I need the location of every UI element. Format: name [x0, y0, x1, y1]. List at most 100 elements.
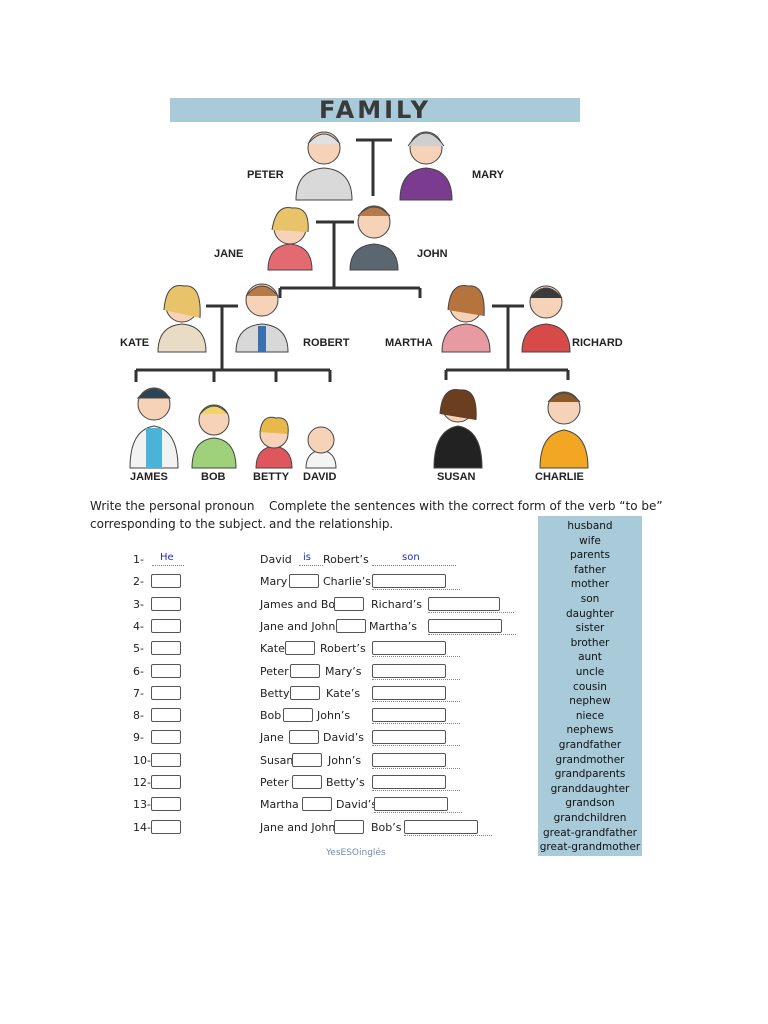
relation-input[interactable]: [404, 819, 478, 834]
peter-figure: [295, 131, 353, 201]
bob-figure: [191, 404, 237, 469]
instruction-right: Complete the sentences with the correct …: [269, 499, 663, 531]
relation-input[interactable]: [372, 641, 446, 656]
relation-input[interactable]: [428, 596, 500, 611]
robert-figure: [235, 283, 289, 353]
exercise-number: 9-: [133, 731, 144, 745]
betty-figure: [255, 416, 293, 469]
name-jane: JANE: [214, 248, 244, 260]
pronoun-input[interactable]: [151, 663, 181, 678]
verb-input[interactable]: [336, 618, 366, 633]
john-figure: [349, 205, 399, 271]
word-bank-item: grandparents: [554, 768, 626, 781]
word-bank-item: grandson: [565, 797, 615, 810]
pronoun-input[interactable]: [151, 685, 181, 700]
relation-input[interactable]: [372, 574, 446, 589]
relation-input[interactable]: [372, 685, 446, 700]
exercise-number: 6-: [133, 664, 144, 678]
pronoun-input[interactable]: [151, 797, 181, 812]
pronoun-input[interactable]: [151, 596, 181, 611]
relation-input[interactable]: [428, 618, 502, 633]
pronoun-input[interactable]: [151, 574, 181, 589]
verb-input[interactable]: [334, 596, 364, 611]
relation-input[interactable]: [372, 708, 446, 723]
exercise-number: 10-: [133, 753, 151, 767]
pronoun-input[interactable]: [151, 618, 181, 633]
sentence-subject: Martha: [260, 798, 299, 812]
word-bank-item: son: [580, 593, 600, 605]
word-bank-item: husband: [567, 520, 613, 532]
sentence-possessor: David’s: [323, 731, 364, 745]
jane-figure: [267, 206, 313, 271]
sentence-subject: Betty: [260, 686, 290, 700]
sentence-possessor: Robert’s: [320, 642, 366, 656]
verb-input[interactable]: [283, 708, 313, 723]
name-david: DAVID: [303, 471, 337, 483]
pronoun-input[interactable]: [151, 641, 181, 656]
sentence-possessor: Robert’s: [323, 553, 369, 566]
sentence-possessor: Betty’s: [326, 776, 365, 789]
word-bank-item: parents: [570, 549, 610, 562]
sentence-subject: Jane: [260, 731, 284, 745]
name-bob: BOB: [201, 471, 226, 483]
relation-input[interactable]: [374, 797, 448, 812]
verb-input[interactable]: [285, 641, 315, 656]
pronoun-input[interactable]: [151, 730, 181, 745]
verb-input[interactable]: [292, 752, 322, 767]
sentence-subject: James and Bob: [260, 597, 343, 611]
sentence-possessor: Richard’s: [371, 597, 422, 611]
verb-input[interactable]: [290, 663, 320, 678]
word-bank-item: granddaughter: [550, 782, 630, 795]
verb-input[interactable]: [290, 685, 320, 700]
relation-input[interactable]: [372, 730, 446, 745]
relation-line: [372, 790, 460, 791]
relation-input[interactable]: [372, 775, 446, 789]
verb-input[interactable]: [289, 730, 319, 745]
verb-input[interactable]: [334, 819, 364, 834]
name-kate: KATE: [120, 337, 150, 349]
name-susan: SUSAN: [437, 471, 476, 483]
word-bank-item: uncle: [575, 666, 605, 678]
pronoun-input[interactable]: [151, 775, 181, 789]
word-bank-item: niece: [575, 709, 605, 722]
relation-line: [372, 723, 460, 725]
instruction-left: Write the personal pronoun corresponding…: [90, 499, 267, 531]
name-martha: MARTHA: [385, 337, 433, 349]
pronoun-line: [152, 565, 184, 566]
sentence-subject: Bob: [260, 709, 282, 723]
sentence-subject: Kate: [260, 642, 285, 656]
relation-input[interactable]: [372, 752, 446, 767]
pronoun-input[interactable]: [151, 752, 181, 767]
relation-line: [372, 656, 460, 658]
word-bank-item: cousin: [573, 680, 607, 693]
pronoun-input[interactable]: [151, 708, 181, 723]
word-bank-item: nephews: [566, 724, 614, 737]
sentence-subject: Jane and John: [260, 619, 336, 633]
verb-input[interactable]: [289, 574, 319, 589]
word-bank-item: nephew: [569, 695, 611, 708]
sentence-subject: Peter: [260, 664, 289, 678]
pronoun-input[interactable]: [151, 819, 181, 834]
verb-line: [299, 565, 323, 566]
word-bank-item: grandchildren: [553, 812, 627, 824]
relation-line: [372, 678, 460, 680]
tree-connectors: [134, 138, 570, 382]
relation-line: [372, 565, 456, 566]
charlie-figure: [539, 391, 589, 469]
sentence-subject: Jane and John: [260, 820, 336, 834]
relation-line: [372, 745, 460, 747]
verb-input[interactable]: [292, 775, 322, 789]
sentence-possessor: Mary’s: [325, 664, 362, 678]
relation-line: [428, 633, 516, 635]
watermark: YesESOinglés: [326, 848, 386, 858]
sentence-possessor: Kate’s: [326, 686, 361, 700]
james-figure: [129, 387, 179, 469]
verb-input[interactable]: [302, 797, 332, 812]
david-figure: [305, 426, 337, 469]
word-bank-item: aunt: [578, 651, 602, 664]
relation-input[interactable]: [372, 663, 446, 678]
name-richard: RICHARD: [572, 337, 623, 349]
name-charlie: CHARLIE: [535, 471, 584, 483]
verb-answer: is: [303, 552, 311, 563]
